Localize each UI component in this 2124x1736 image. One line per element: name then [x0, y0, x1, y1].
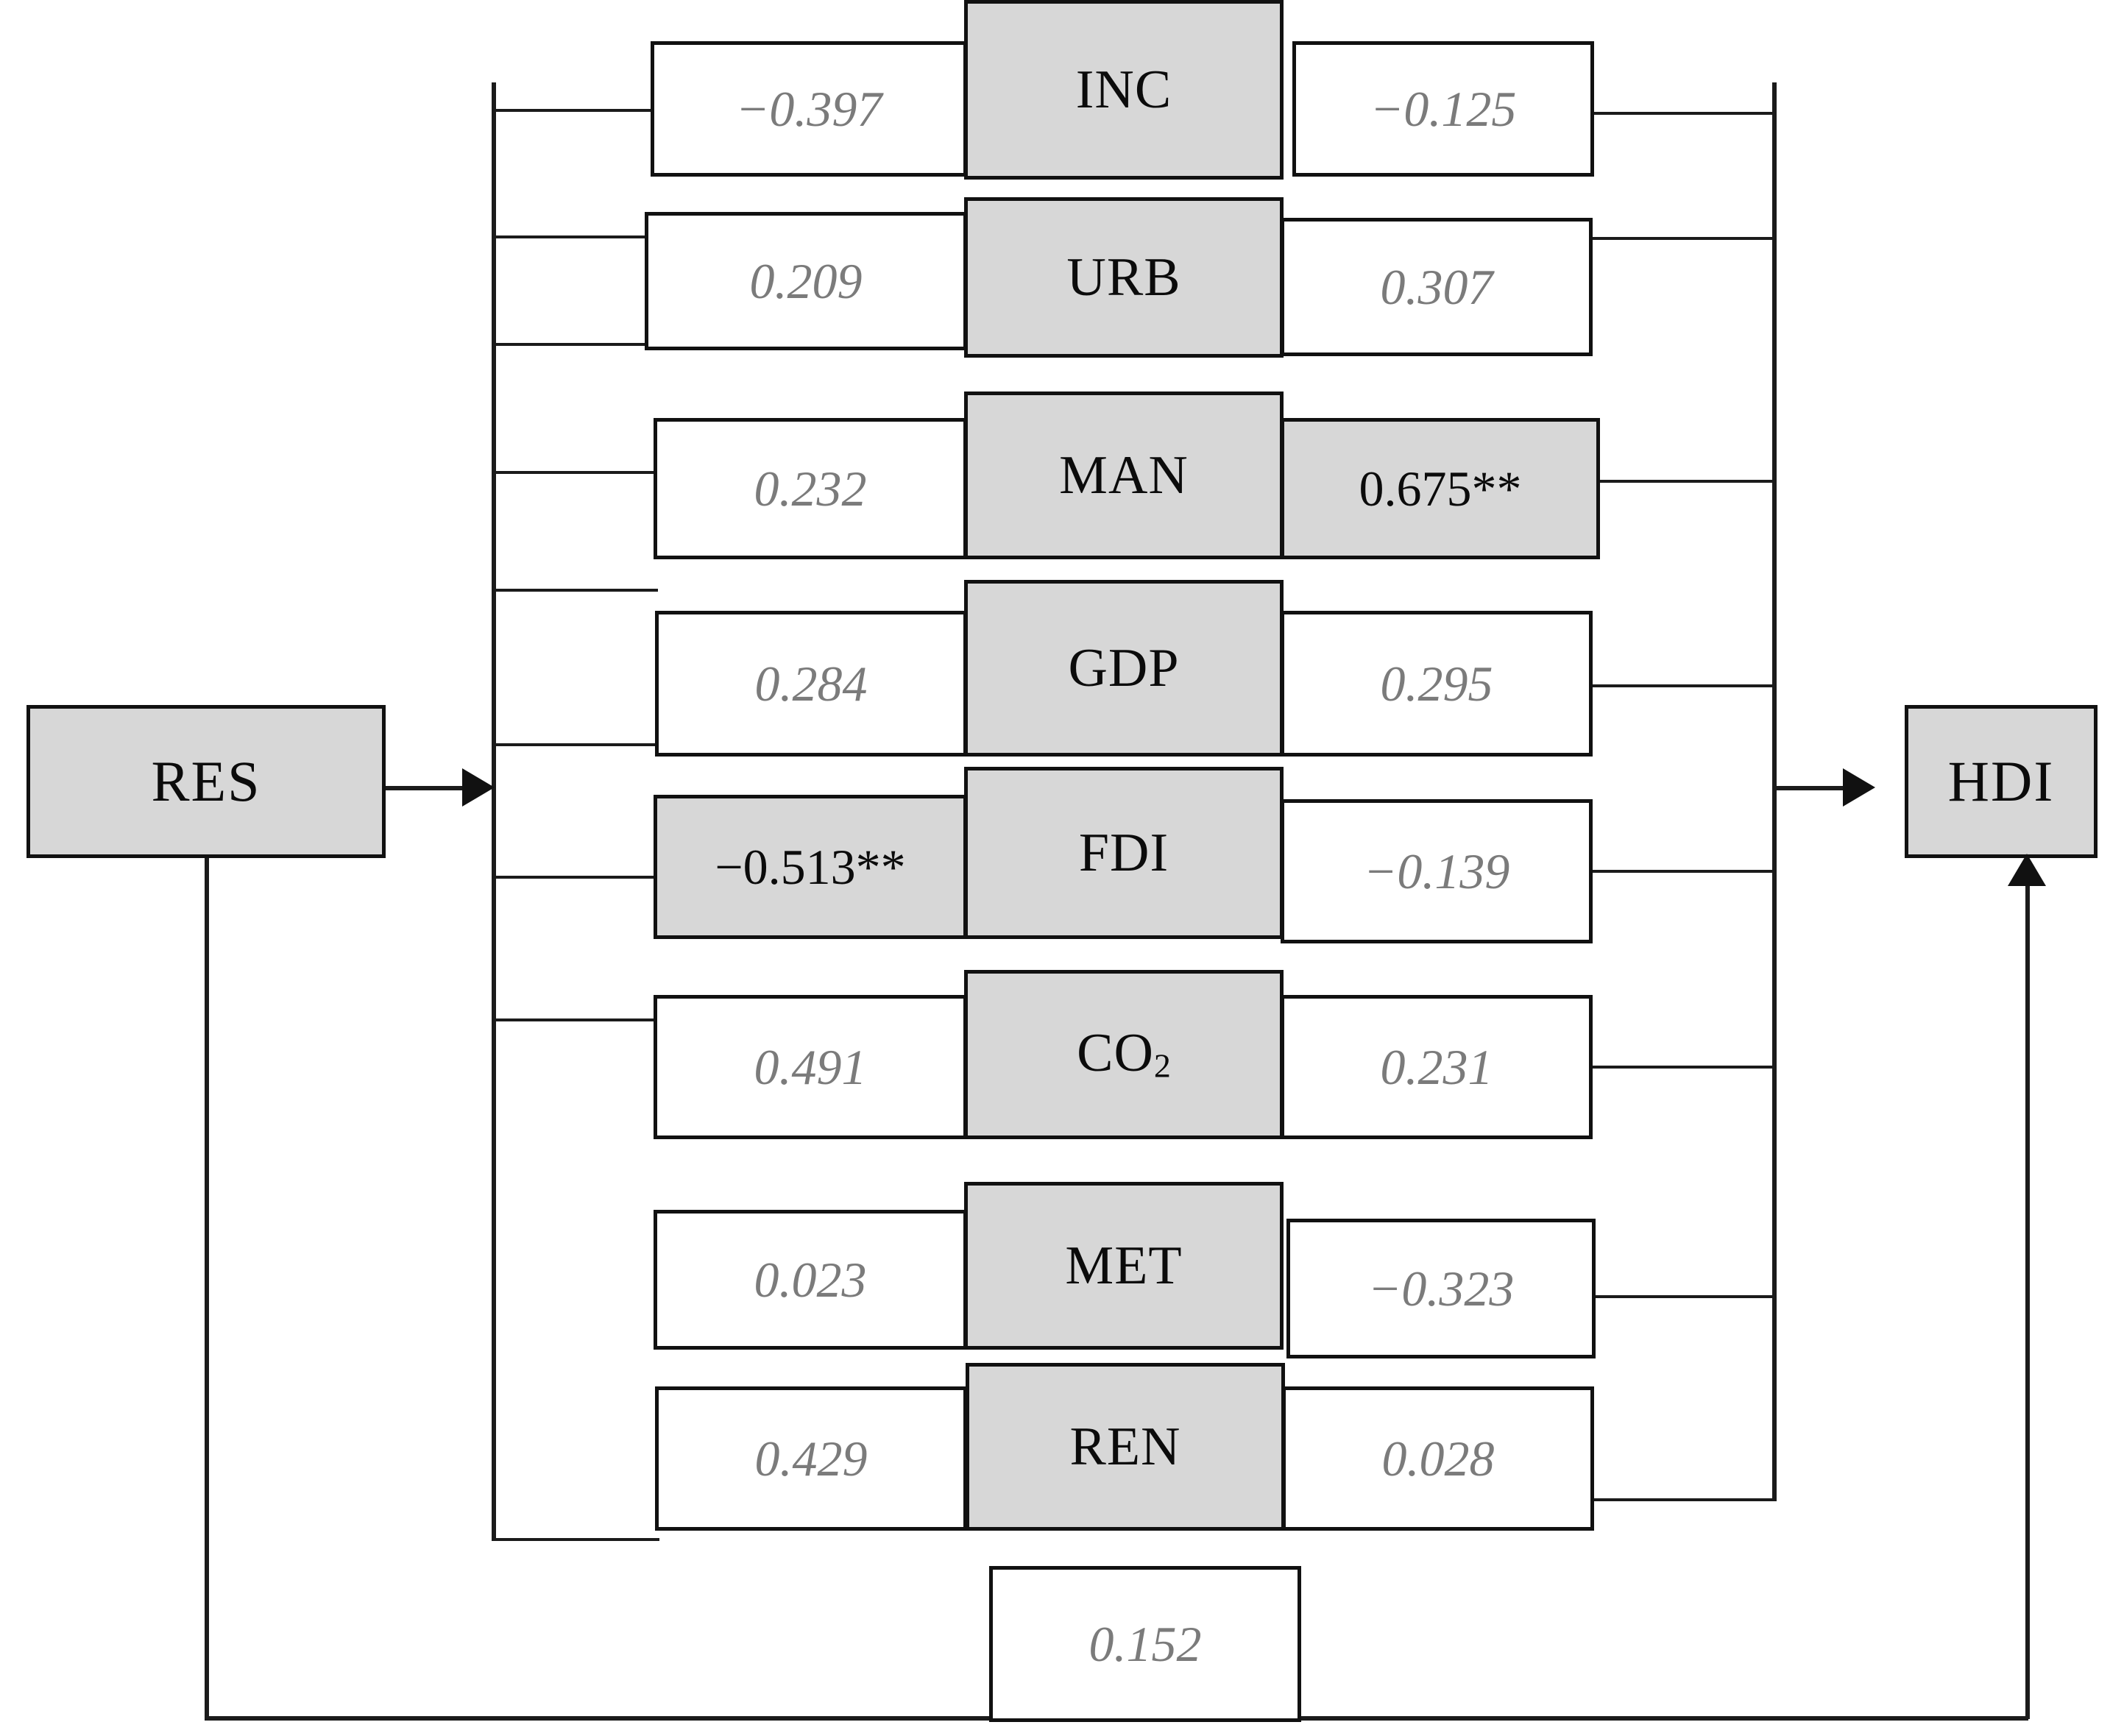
predictor-box-res[interactable]: RES: [26, 705, 386, 858]
coef-value: 0.209: [749, 253, 863, 309]
left-branch-fdi: [492, 589, 658, 592]
coef-value: 0.028: [1381, 1431, 1495, 1487]
left-bus-line: [492, 82, 496, 1541]
res-to-bus-arrowhead: [462, 768, 495, 807]
coef-box-b-fdi[interactable]: −0.139: [1281, 799, 1593, 943]
coef-box-b-ren[interactable]: 0.028: [1282, 1386, 1594, 1531]
mediator-label: URB: [1066, 247, 1181, 308]
right-branch-fdi: [1591, 870, 1775, 873]
coef-value: 0.023: [754, 1252, 867, 1308]
coef-value: 0.429: [754, 1431, 868, 1487]
right-branch-met: [1591, 1295, 1775, 1298]
mediator-box-inc[interactable]: INC: [964, 0, 1284, 180]
mediator-label: INC: [1075, 60, 1172, 120]
coef-box-a-gdp[interactable]: 0.284: [655, 611, 967, 757]
right-branch-gdp: [1591, 684, 1775, 687]
right-branch-urb: [1591, 237, 1775, 240]
mediator-box-co2[interactable]: CO2: [964, 970, 1284, 1139]
outcome-label: HDI: [1947, 749, 2055, 813]
coef-value: 0.491: [754, 1039, 867, 1095]
left-branch-urb: [492, 235, 651, 238]
mediator-box-man[interactable]: MAN: [964, 392, 1284, 559]
coef-value: 0.295: [1380, 656, 1493, 712]
predictor-label: RES: [151, 749, 261, 813]
coef-box-direct-effect[interactable]: 0.152: [989, 1566, 1301, 1722]
coef-value: −0.125: [1370, 81, 1517, 137]
coef-box-a-ren[interactable]: 0.429: [655, 1386, 967, 1531]
right-branch-ren: [1591, 1498, 1775, 1501]
direct-effect-arrowhead: [2008, 854, 2046, 886]
coef-box-b-inc[interactable]: −0.125: [1292, 41, 1594, 177]
coef-value: 0.152: [1088, 1616, 1202, 1672]
coef-value: 0.231: [1380, 1039, 1493, 1095]
coef-value: −0.323: [1367, 1261, 1515, 1317]
mediator-label-subscript: 2: [1153, 1046, 1171, 1085]
coef-box-b-man[interactable]: 0.675**: [1281, 418, 1600, 559]
bus-to-hdi-line: [1772, 786, 1853, 790]
mediator-box-ren[interactable]: REN: [966, 1363, 1285, 1531]
coef-box-a-urb[interactable]: 0.209: [645, 212, 967, 350]
mediator-label: GDP: [1068, 638, 1180, 698]
coef-box-b-met[interactable]: −0.323: [1286, 1219, 1596, 1358]
direct-effect-down-line: [205, 858, 209, 1719]
right-branch-inc: [1591, 112, 1775, 115]
mediator-box-gdp[interactable]: GDP: [964, 580, 1284, 757]
right-branch-co2: [1591, 1066, 1775, 1069]
coef-box-b-gdp[interactable]: 0.295: [1281, 611, 1593, 757]
mediator-box-fdi[interactable]: FDI: [964, 767, 1284, 939]
coef-box-a-fdi[interactable]: −0.513**: [654, 795, 967, 939]
mediator-label: FDI: [1078, 823, 1169, 883]
coef-box-a-inc[interactable]: −0.397: [651, 41, 967, 177]
bus-to-hdi-arrowhead: [1843, 768, 1875, 807]
right-bus-line: [1772, 82, 1777, 1501]
right-branch-man: [1599, 480, 1775, 483]
coef-box-a-met[interactable]: 0.023: [654, 1210, 967, 1350]
left-branch-ren: [492, 1018, 659, 1021]
mediator-label-main: CO: [1077, 1023, 1154, 1084]
mediator-label: MET: [1065, 1236, 1183, 1296]
coef-box-b-co2[interactable]: 0.231: [1281, 995, 1593, 1139]
res-to-bus-line: [383, 786, 471, 790]
coef-value: 0.284: [754, 656, 868, 712]
coef-value: −0.139: [1363, 843, 1510, 899]
outcome-box-hdi[interactable]: HDI: [1905, 705, 2098, 858]
left-branch-co2: [492, 743, 658, 746]
mediator-label: REN: [1069, 1417, 1181, 1477]
mediator-box-met[interactable]: MET: [964, 1182, 1284, 1350]
coef-value: −0.397: [735, 81, 882, 137]
coef-value: −0.513**: [715, 839, 906, 895]
mediator-box-urb[interactable]: URB: [964, 197, 1284, 358]
coef-box-b-urb[interactable]: 0.307: [1281, 218, 1593, 356]
left-branch-gdp: [492, 471, 659, 474]
coef-box-a-man[interactable]: 0.232: [654, 418, 967, 559]
coef-value: 0.232: [754, 461, 867, 517]
left-branch-inc: [492, 109, 651, 112]
coef-value: 0.307: [1380, 259, 1493, 315]
left-branch-met: [492, 876, 658, 879]
coef-value: 0.675**: [1359, 461, 1522, 517]
mediator-label: CO2: [1077, 1026, 1171, 1083]
mediator-label: MAN: [1059, 445, 1189, 506]
coef-box-a-co2[interactable]: 0.491: [654, 995, 967, 1139]
left-branch-bottom: [492, 1538, 659, 1541]
direct-effect-up-line: [2025, 883, 2030, 1719]
left-branch-man: [492, 343, 658, 346]
